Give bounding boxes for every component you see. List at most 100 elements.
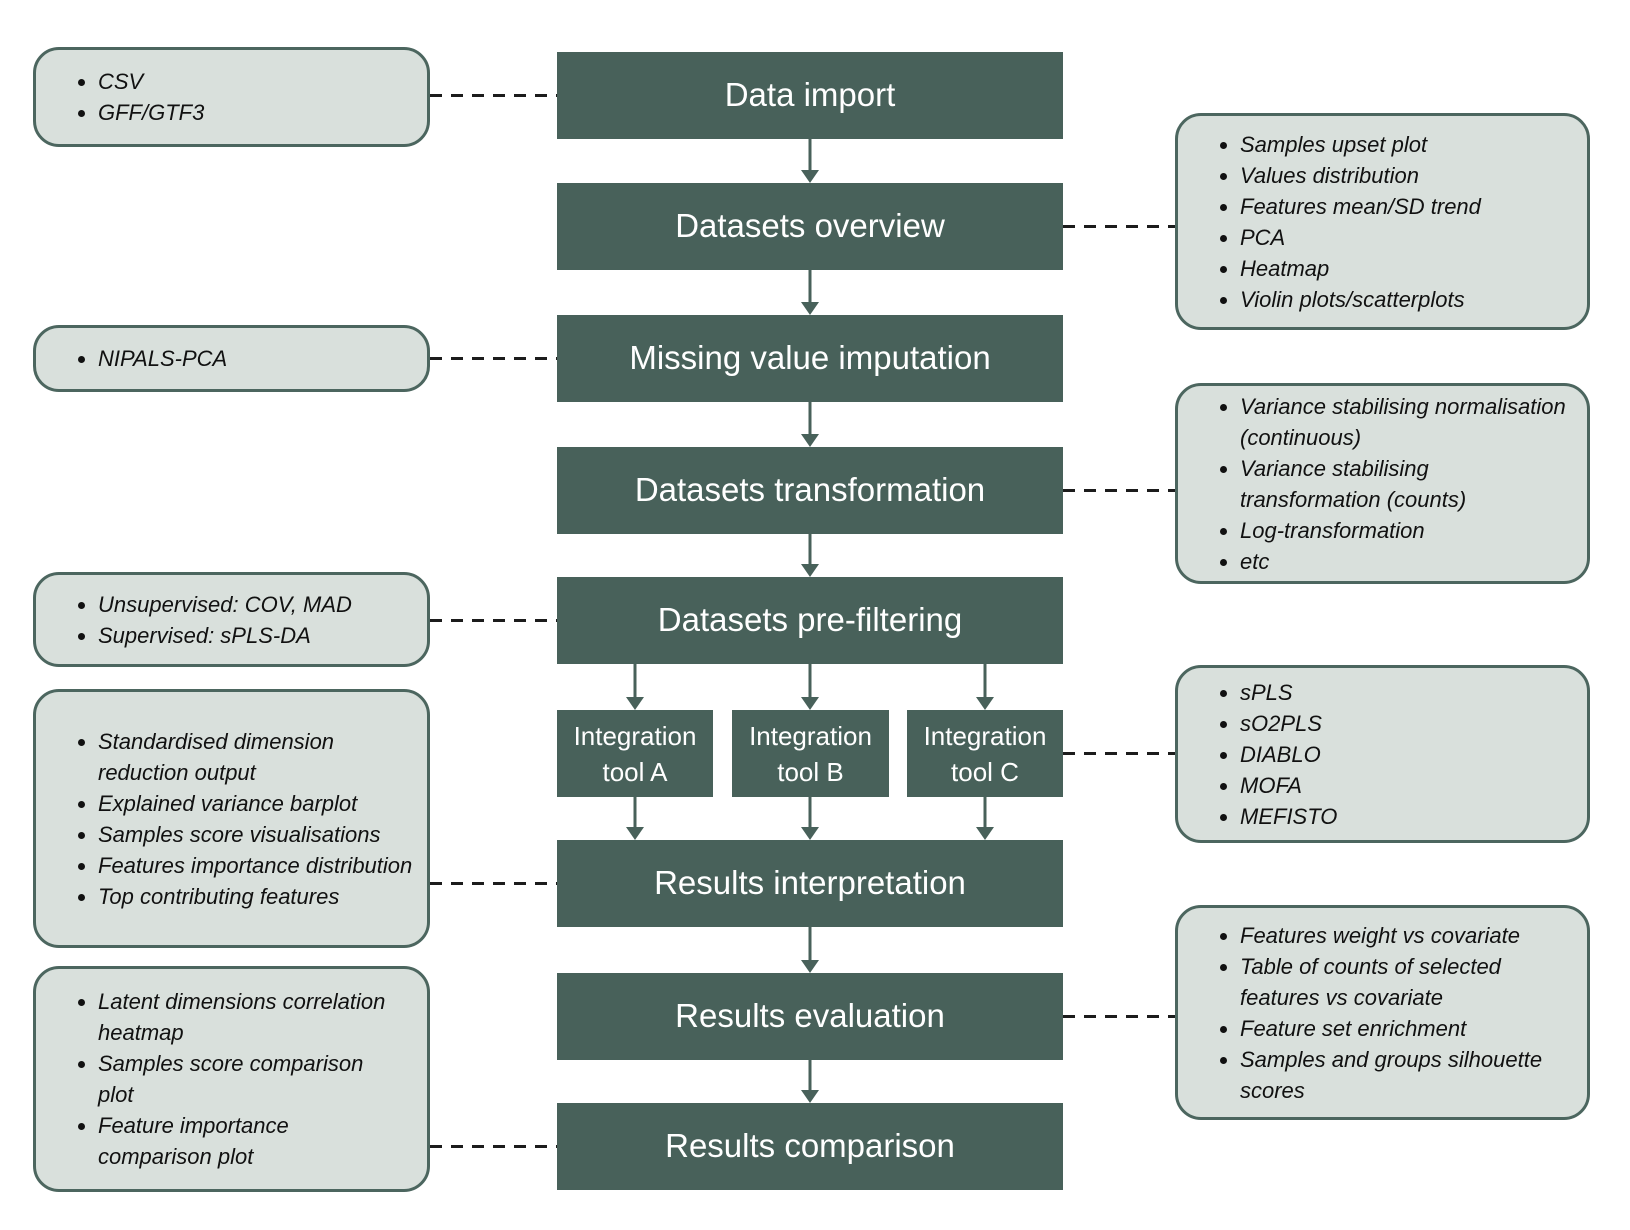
flow-box-integration-tool-a: Integration tool A <box>557 710 713 797</box>
bullet-item: Samples score visualisations <box>98 819 413 850</box>
arrow-head-icon <box>801 302 819 315</box>
arrow-head-icon <box>801 697 819 710</box>
bullet-item: Standardised dimension reduction output <box>98 726 413 788</box>
bullet-list: sPLSsO2PLSDIABLOMOFAMEFISTO <box>1178 677 1587 832</box>
arrow-stem <box>808 139 812 172</box>
flow-box-data-import: Data import <box>557 52 1063 139</box>
arrow-stem <box>808 534 812 566</box>
annotation-imputation-method: NIPALS-PCA <box>33 325 430 392</box>
bullet-item: Variance stabilising normalisation (cont… <box>1240 391 1573 453</box>
bullet-item: Features importance distribution <box>98 850 413 881</box>
bullet-item: Variance stabilising transformation (cou… <box>1240 453 1573 515</box>
arrow-head-icon <box>801 1090 819 1103</box>
bullet-item: etc <box>1240 546 1573 577</box>
flow-box-results-comparison: Results comparison <box>557 1103 1063 1190</box>
arrow-stem <box>983 797 987 829</box>
flow-box-label: Datasets pre-filtering <box>657 601 963 639</box>
annotation-pre-filtering-methods: Unsupervised: COV, MADSupervised: sPLS-D… <box>33 572 430 667</box>
arrow-imputation-to-transformation <box>801 402 819 447</box>
bullet-list: Variance stabilising normalisation (cont… <box>1178 391 1587 577</box>
arrow-stem <box>808 927 812 962</box>
bullet-item: Latent dimensions correlation heatmap <box>98 986 387 1048</box>
dashed-connector-comparison-outputs <box>430 1145 557 1148</box>
annotation-interpretation-outputs: Standardised dimension reduction outputE… <box>33 689 430 948</box>
arrow-stem <box>983 664 987 699</box>
arrow-head-icon <box>801 170 819 183</box>
dashed-connector-integration-methods <box>1063 752 1175 755</box>
arrow-stem <box>808 1060 812 1092</box>
arrow-stem <box>808 402 812 436</box>
arrow-stem <box>808 270 812 304</box>
arrow-datasets-overview-to-imputation <box>801 270 819 315</box>
flow-box-label: Data import <box>724 76 896 114</box>
flow-box-datasets-overview: Datasets overview <box>557 183 1063 270</box>
dashed-connector-evaluation-outputs <box>1063 1015 1175 1018</box>
bullet-item: Feature set enrichment <box>1240 1013 1573 1044</box>
dashed-connector-prefilter-methods <box>430 619 557 622</box>
flow-box-label: Missing value imputation <box>629 339 991 377</box>
bullet-item: Violin plots/scatterplots <box>1240 284 1573 315</box>
dashed-connector-overview-plots <box>1063 225 1175 228</box>
arrow-evaluation-to-comparison <box>801 1060 819 1103</box>
bullet-item: GFF/GTF3 <box>98 97 413 128</box>
arrow-head-icon <box>626 697 644 710</box>
flow-box-label: Results evaluation <box>675 997 945 1035</box>
bullet-item: Values distribution <box>1240 160 1573 191</box>
bullet-item: sPLS <box>1240 677 1573 708</box>
bullet-item: Heatmap <box>1240 253 1573 284</box>
bullet-list: Standardised dimension reduction outputE… <box>36 726 427 912</box>
flow-box-datasets-transformation: Datasets transformation <box>557 447 1063 534</box>
bullet-item: MOFA <box>1240 770 1573 801</box>
bullet-item: Features mean/SD trend <box>1240 191 1573 222</box>
bullet-item: Samples and groups silhouette scores <box>1240 1044 1573 1106</box>
arrow-tool-c-to-interpretation <box>976 797 994 840</box>
bullet-item: Features weight vs covariate <box>1240 920 1573 951</box>
bullet-item: Top contributing features <box>98 881 413 912</box>
flow-box-label: Integration tool A <box>573 720 697 787</box>
bullet-item: sO2PLS <box>1240 708 1573 739</box>
dashed-connector-csv-to-data-import <box>430 94 557 97</box>
flow-box-label: Results interpretation <box>654 864 966 902</box>
arrow-head-icon <box>801 827 819 840</box>
bullet-item: Log-transformation <box>1240 515 1573 546</box>
bullet-item: Table of counts of selected features vs … <box>1240 951 1573 1013</box>
bullet-item: MEFISTO <box>1240 801 1573 832</box>
dashed-connector-interpretation-outputs <box>430 882 557 885</box>
bullet-list: NIPALS-PCA <box>36 343 427 374</box>
annotation-integration-methods: sPLSsO2PLSDIABLOMOFAMEFISTO <box>1175 665 1590 843</box>
arrow-stem <box>633 797 637 829</box>
bullet-list: Unsupervised: COV, MADSupervised: sPLS-D… <box>36 589 427 651</box>
bullet-item: Supervised: sPLS-DA <box>98 620 413 651</box>
arrow-stem <box>808 664 812 699</box>
bullet-item: Samples score comparison plot <box>98 1048 387 1110</box>
annotation-import-formats: CSVGFF/GTF3 <box>33 47 430 147</box>
flow-box-integration-tool-c: Integration tool C <box>907 710 1063 797</box>
flow-box-results-evaluation: Results evaluation <box>557 973 1063 1060</box>
arrow-tool-a-to-interpretation <box>626 797 644 840</box>
bullet-list: Latent dimensions correlation heatmapSam… <box>36 986 427 1172</box>
arrow-data-import-to-datasets-overview <box>801 139 819 183</box>
arrow-tool-b-to-interpretation <box>801 797 819 840</box>
bullet-item: PCA <box>1240 222 1573 253</box>
flow-box-missing-value-imputation: Missing value imputation <box>557 315 1063 402</box>
flow-box-datasets-pre-filtering: Datasets pre-filtering <box>557 577 1063 664</box>
flow-box-integration-tool-b: Integration tool B <box>732 710 889 797</box>
bullet-item: Samples upset plot <box>1240 129 1573 160</box>
bullet-item: Explained variance barplot <box>98 788 413 819</box>
dashed-connector-nipals-to-imputation <box>430 357 557 360</box>
bullet-item: CSV <box>98 66 413 97</box>
arrow-head-icon <box>976 697 994 710</box>
dashed-connector-transformation-methods <box>1063 489 1175 492</box>
flow-box-label: Integration tool C <box>923 720 1047 787</box>
arrow-transformation-to-pre-filtering <box>801 534 819 577</box>
bullet-item: DIABLO <box>1240 739 1573 770</box>
flow-box-results-interpretation: Results interpretation <box>557 840 1063 927</box>
arrow-head-icon <box>801 960 819 973</box>
arrow-head-icon <box>626 827 644 840</box>
arrow-pre-filtering-to-tool-c <box>976 664 994 710</box>
annotation-overview-plots: Samples upset plotValues distributionFea… <box>1175 113 1590 330</box>
bullet-item: Feature importance comparison plot <box>98 1110 387 1172</box>
flow-box-label: Datasets transformation <box>634 471 986 509</box>
arrow-pre-filtering-to-tool-b <box>801 664 819 710</box>
